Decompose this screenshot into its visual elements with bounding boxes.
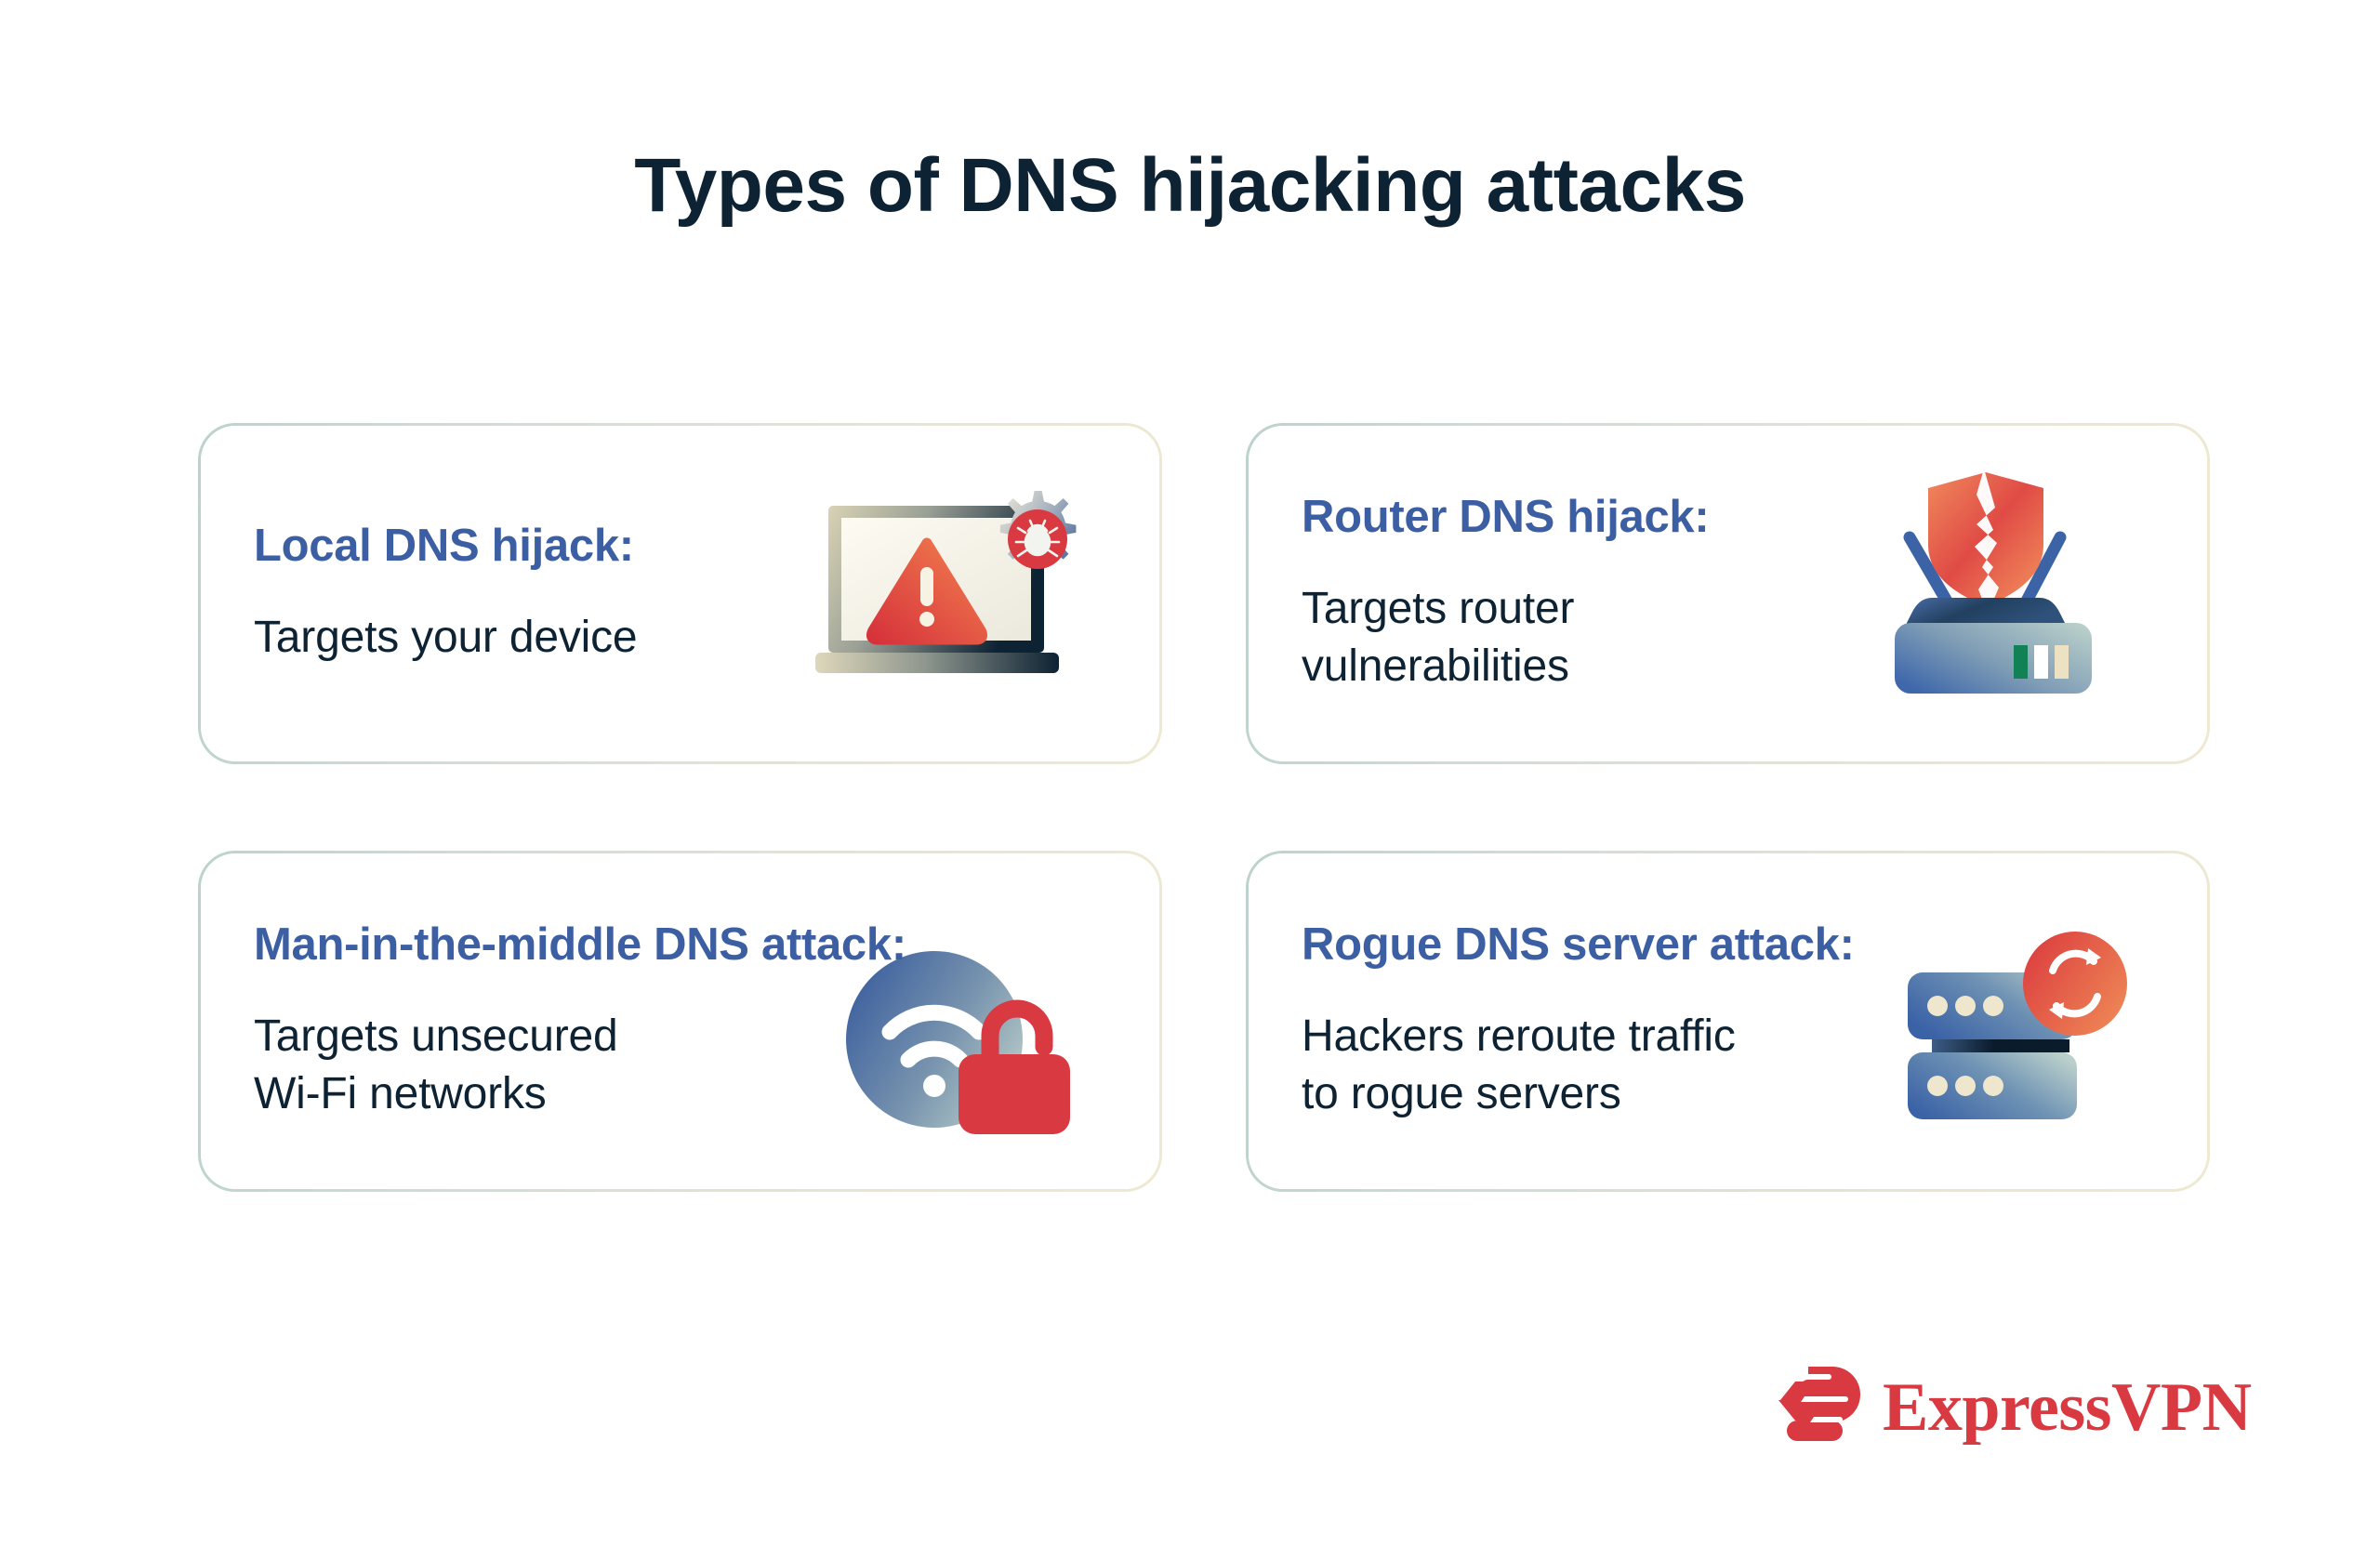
- router-broken-shield-icon: [1895, 469, 2092, 694]
- card-heading: Man-in-the-middle DNS attack:: [254, 919, 906, 970]
- card-rogue-dns-server-attack: Rogue DNS server attack: Hackers reroute…: [1246, 851, 2210, 1192]
- expressvpn-e-mark-icon: [1778, 1367, 1860, 1441]
- logo-wordmark: ExpressVPN: [1883, 1369, 2252, 1446]
- card-router-dns-hijack: Router DNS hijack: Targets router vulner…: [1246, 423, 2210, 764]
- card-text: Local DNS hijack: Targets your device: [201, 520, 638, 667]
- card-inner: Local DNS hijack: Targets your device: [201, 426, 1159, 761]
- card-body: Targets unsecured Wi-Fi networks: [254, 1011, 618, 1118]
- card-text: Router DNS hijack: Targets router vulner…: [1249, 491, 1710, 696]
- card-body: Targets your device: [254, 612, 638, 662]
- server-stack-refresh-icon: [1908, 932, 2127, 1119]
- expressvpn-logo: ExpressVPN: [1771, 1365, 2252, 1450]
- card-heading: Router DNS hijack:: [1302, 491, 1710, 542]
- wifi-open-padlock-icon: [846, 951, 1070, 1134]
- card-heading: Local DNS hijack:: [254, 520, 634, 571]
- card-local-dns-hijack: Local DNS hijack: Targets your device: [198, 423, 1162, 764]
- card-inner: Router DNS hijack: Targets router vulner…: [1249, 426, 2207, 761]
- card-body: Targets router vulnerabilities: [1302, 583, 1575, 691]
- card-text: Man-in-the-middle DNS attack: Targets un…: [201, 919, 906, 1124]
- cards-grid: Local DNS hijack: Targets your device: [198, 423, 2210, 1192]
- card-inner: Rogue DNS server attack: Hackers reroute…: [1249, 853, 2207, 1189]
- page-title: Types of DNS hijacking attacks: [634, 143, 1746, 228]
- laptop-warning-bug-gear-icon: [815, 491, 1077, 673]
- card-body: Hackers reroute traffic to rogue servers: [1302, 1011, 1736, 1118]
- card-inner: Man-in-the-middle DNS attack: Targets un…: [201, 853, 1159, 1189]
- card-text: Rogue DNS server attack: Hackers reroute…: [1249, 919, 1855, 1124]
- card-mitm-dns-attack: Man-in-the-middle DNS attack: Targets un…: [198, 851, 1162, 1192]
- card-heading: Rogue DNS server attack:: [1302, 919, 1855, 970]
